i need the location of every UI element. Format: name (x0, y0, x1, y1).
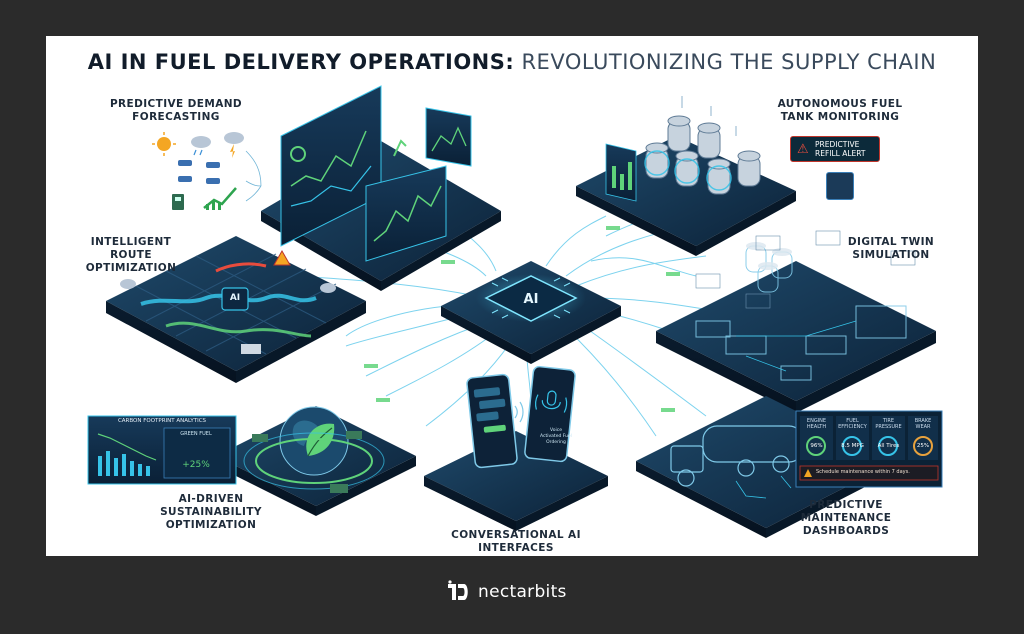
label-tank-monitoring: Autonomous Fuel Tank Monitoring (777, 98, 903, 123)
label-route-optimization: Intelligent Route Optimization (85, 236, 177, 274)
hub-ai-label: AI (523, 292, 539, 307)
brand-name: nectarbits (478, 582, 567, 602)
digital-twin-tile (656, 230, 936, 413)
infographic-card: AI IN FUEL DELIVERY OPERATIONS: REVOLUTI… (46, 36, 978, 556)
title-bold-part: AI IN FUEL DELIVERY OPERATIONS: (87, 50, 515, 74)
maint-stat-head-3: TIRE PRESSURE (875, 418, 902, 430)
data-flow-arrows (364, 226, 680, 412)
sustainability-tile (87, 406, 416, 516)
label-conversational-ai: Conversational AI Interfaces (451, 529, 581, 554)
maint-note: Schedule maintenance within 7 days. (816, 469, 910, 475)
central-ai-hub (441, 261, 621, 364)
phone-voice-text: Voice Activated Fuel Ordering (540, 428, 572, 445)
title-light-part: REVOLUTIONIZING THE SUPPLY CHAIN (521, 50, 937, 74)
label-predictive-maintenance: Predictive Maintenance Dashboards (800, 499, 892, 537)
predictive-maintenance-tile (636, 396, 943, 538)
carbon-panel-green-label: GREEN FUEL (180, 431, 212, 437)
maint-stat-head-4: BRAKE WEAR (914, 418, 932, 430)
carbon-panel-percent: +25% (182, 460, 210, 470)
maint-stat-head-2: FUEL EFFICIENCY (838, 418, 867, 430)
label-sustainability: AI-Driven Sustainability Optimization (160, 493, 262, 531)
footer: nectarbits (0, 572, 1024, 612)
carbon-panel-title: CARBON FOOTPRINT ANALYTICS (117, 418, 207, 424)
page-title: AI IN FUEL DELIVERY OPERATIONS: REVOLUTI… (46, 50, 978, 74)
maint-stat-value-3: All Tires (877, 443, 900, 449)
maint-stat-value-1: 96% (810, 443, 823, 449)
label-digital-twin: Digital Twin Simulation (847, 236, 935, 261)
infographic-artwork (87, 85, 943, 538)
refill-alert-text: PREDICTIVE REFILL ALERT (815, 140, 866, 158)
label-demand-forecasting: Predictive Demand Forecasting (109, 98, 243, 123)
weather-and-fuel-icons (152, 132, 262, 210)
nectarbits-logo-icon (448, 580, 468, 600)
demand-forecast-tile (261, 85, 501, 291)
conversational-ai-tile (424, 365, 608, 531)
refill-alert: ⚠ PREDICTIVE REFILL ALERT (790, 136, 880, 162)
tank-monitoring-tile (576, 96, 796, 256)
route-ai-label: AI (229, 293, 241, 303)
maint-stat-head-1: ENGINE HEALTH (806, 418, 827, 430)
warning-icon: ⚠ (797, 141, 809, 156)
route-optimization-tile (106, 236, 366, 383)
maint-stat-value-4: 25% (916, 443, 930, 449)
calendar-icon (826, 172, 854, 200)
maint-stat-value-2: 8.5 MPG (841, 443, 864, 449)
